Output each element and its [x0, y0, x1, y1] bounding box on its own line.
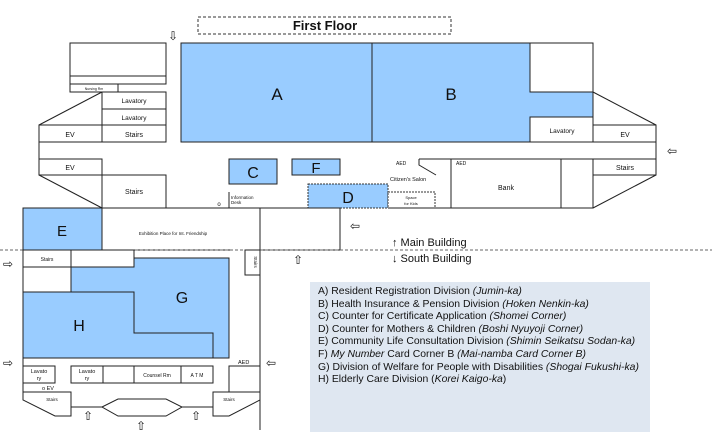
ev-label: EV	[65, 165, 75, 172]
ev-south-label: o EV	[42, 386, 54, 392]
arrow-left-icon: ⇦	[350, 219, 360, 233]
corridor-box	[259, 207, 341, 251]
room-unlabeled	[102, 365, 135, 384]
legend-item-a: A) Resident Registration Division (Jumin…	[318, 286, 522, 297]
area-f-label: F	[311, 160, 320, 177]
aed-label: AED	[238, 360, 249, 366]
stairs-w	[101, 174, 167, 209]
atm-label: A T M	[191, 373, 204, 379]
arrow-right-icon: ⇨	[3, 356, 13, 370]
space-for-kids	[387, 191, 436, 209]
legend: A) Resident Registration Division (Jumin…	[310, 282, 650, 432]
ev-w	[38, 158, 103, 176]
bank	[450, 158, 562, 209]
information-desk-label: Desk	[231, 200, 242, 205]
area-c-label: C	[247, 165, 259, 182]
exhibition-label: Exhibition Place for Int. Friendship	[139, 231, 208, 236]
ev-nw	[38, 124, 103, 143]
lavatory-label: ry	[85, 376, 90, 382]
nursing-room	[69, 83, 119, 93]
space-for-kids-label: for Kids	[404, 201, 418, 206]
lavatory-label: Lavato	[31, 369, 48, 375]
area-d[interactable]	[307, 183, 389, 209]
room-unlabeled	[69, 42, 167, 77]
area-g-label: G	[176, 290, 188, 307]
arrow-up-icon: ⇧	[293, 253, 303, 267]
area-e-label: E	[57, 223, 67, 240]
room-strip	[69, 75, 167, 85]
legend-item-d: D) Counter for Mothers & Children (Boshi…	[318, 323, 584, 335]
title-box	[197, 16, 452, 35]
lavatory-label: ry	[37, 376, 42, 382]
lavatory-label: Lavatory	[122, 98, 148, 105]
area-a[interactable]	[180, 42, 373, 143]
area-e[interactable]	[22, 207, 103, 251]
ev-ne	[592, 124, 657, 143]
stairs-label: Stairs	[125, 132, 143, 139]
legend-item-h: H) Elderly Care Division (Korei Kaigo-ka…	[318, 374, 507, 386]
area-f[interactable]	[291, 158, 341, 176]
ev-label: EV	[620, 132, 630, 139]
main-building-label: ↑ Main Building	[392, 237, 467, 249]
stairs-label: Stairs	[253, 256, 258, 268]
legend-item-g: G) Division of Welfare for People with D…	[318, 361, 639, 373]
stairs-s-right	[212, 391, 261, 417]
room-unlabeled	[70, 249, 135, 268]
area-h-label: H	[73, 318, 85, 335]
nursing-room-label: Nursing Rm	[85, 87, 104, 91]
floor-title: First Floor	[293, 18, 357, 33]
space-for-kids-label: Space	[405, 195, 417, 200]
arrow-down-icon: ⇩	[168, 29, 178, 43]
arrow-up-icon: ⇧	[83, 409, 93, 423]
citizens-salon-label: Citizen's Salon	[390, 177, 426, 183]
room-unlabeled	[529, 42, 594, 93]
area-a-label: A	[271, 85, 283, 104]
room-unlabeled	[22, 266, 72, 293]
south-building-label: ↓ South Building	[392, 253, 472, 265]
atm	[180, 365, 214, 384]
stairs-label: Stairs	[46, 397, 58, 402]
lavatory-ne	[529, 116, 594, 143]
arrow-right-icon: ⇨	[3, 257, 13, 271]
area-h[interactable]	[22, 291, 214, 359]
aed-label: AED	[456, 161, 467, 167]
lavatory-label: Lavatory	[550, 128, 576, 135]
room-unlabeled	[560, 158, 594, 209]
stairs-s-left	[22, 391, 72, 417]
lavatory-label: Lavatory	[122, 115, 148, 122]
legend-item-c: C) Counter for Certificate Application (…	[318, 311, 567, 323]
stairs-label: Stairs	[616, 165, 634, 172]
lavatory-s1	[22, 365, 56, 384]
legend-item-f: F) My Number Card Corner B (Mai-namba Ca…	[318, 348, 586, 360]
information-desk-label: Information	[231, 195, 254, 200]
stairs-label: Stairs	[41, 257, 54, 263]
aed-label: AED	[396, 161, 407, 167]
arrow-up-icon: ⇧	[136, 419, 146, 433]
counsel-room-label: Counsel Rm	[143, 373, 171, 379]
stairs-label: Stairs	[223, 397, 235, 402]
stairs-center	[244, 249, 261, 276]
area-d-label: D	[342, 190, 354, 207]
area-b-label: B	[445, 85, 456, 104]
legend-item-b: B) Health Insurance & Pension Division (…	[318, 298, 589, 310]
area-c[interactable]	[228, 158, 278, 185]
legend-item-e: E) Community Life Consultation Division …	[318, 336, 636, 348]
arrow-up-icon: ⇧	[191, 409, 201, 423]
bank-label: Bank	[498, 185, 514, 192]
arrow-left-icon: ⇦	[266, 356, 276, 370]
entrance-arrows: ⇩ ⇦ ⇦ ⇧ ⇨ ⇨ ⇦ ⇧ ⇧ ⇧	[3, 29, 677, 433]
stairs-label: Stairs	[125, 189, 143, 196]
lavatory-label: Lavato	[79, 369, 96, 375]
ev-label: EV	[65, 132, 75, 139]
entrance-hall	[100, 398, 184, 417]
information-desk-marker: o	[217, 202, 221, 208]
arrow-left-icon: ⇦	[667, 144, 677, 158]
